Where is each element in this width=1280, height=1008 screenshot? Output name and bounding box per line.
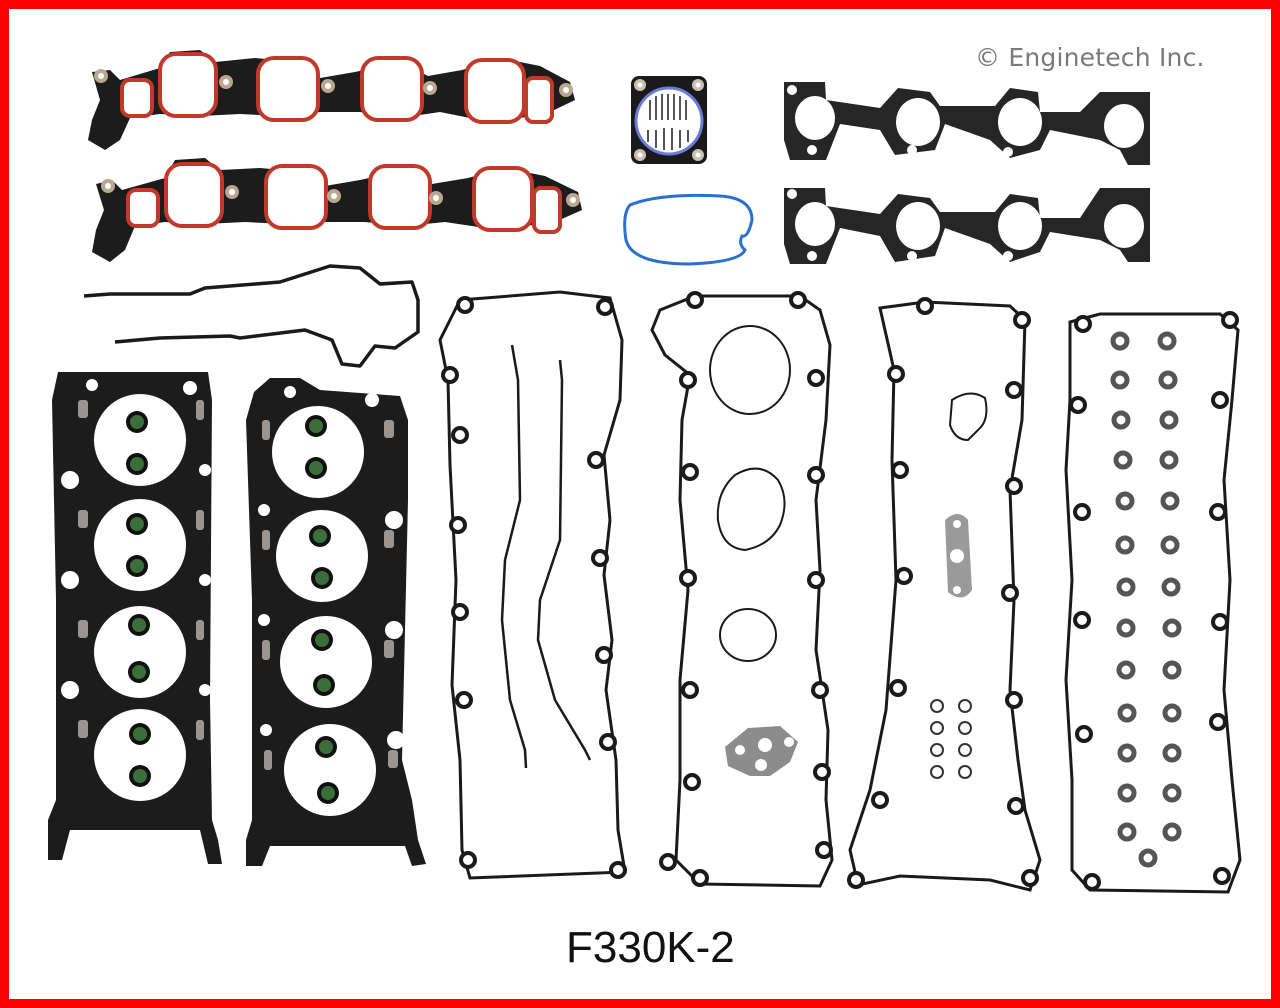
spark-plug-tube-seals xyxy=(1110,331,1182,868)
valve-stem-seals-right xyxy=(305,415,339,804)
valve-cover-gasket-3-bolt-grommets xyxy=(847,297,1039,889)
valve-stem-seals-left xyxy=(126,411,151,787)
egr-gasket xyxy=(945,514,972,598)
product-photo-frame: © Enginetech Inc. F330K-2 xyxy=(9,9,1271,999)
cylinder-head-gasket-left xyxy=(48,372,222,864)
blue-o-ring-seal xyxy=(623,193,754,266)
valve-cover-gasket-1-bolt-grommets xyxy=(441,296,627,879)
valve-cover-gasket-4-bolt-grommets xyxy=(1069,311,1239,891)
valve-cover-gasket-2 xyxy=(650,294,834,888)
timing-cover-seal xyxy=(83,264,420,368)
intake-manifold-gasket-bottom xyxy=(92,158,582,262)
iac-valve-gasket xyxy=(725,726,798,776)
exhaust-manifold-gasket-top xyxy=(784,82,1150,165)
exhaust-manifold-gasket-bottom xyxy=(784,188,1150,264)
intake-manifold-gasket-top xyxy=(88,50,575,150)
part-number-label: F330K-2 xyxy=(566,923,735,972)
cylinder-head-gasket-right xyxy=(246,378,426,866)
throttle-body-gasket xyxy=(631,76,707,164)
valve-cover-gasket-1 xyxy=(438,290,627,880)
copyright-watermark: © Enginetech Inc. xyxy=(975,43,1205,72)
gasket-set-illustration xyxy=(48,50,1242,894)
valve-cover-gasket-4 xyxy=(1064,312,1242,894)
valve-cover-gasket-2-bolt-grommets xyxy=(659,291,833,887)
small-o-rings xyxy=(930,699,972,779)
